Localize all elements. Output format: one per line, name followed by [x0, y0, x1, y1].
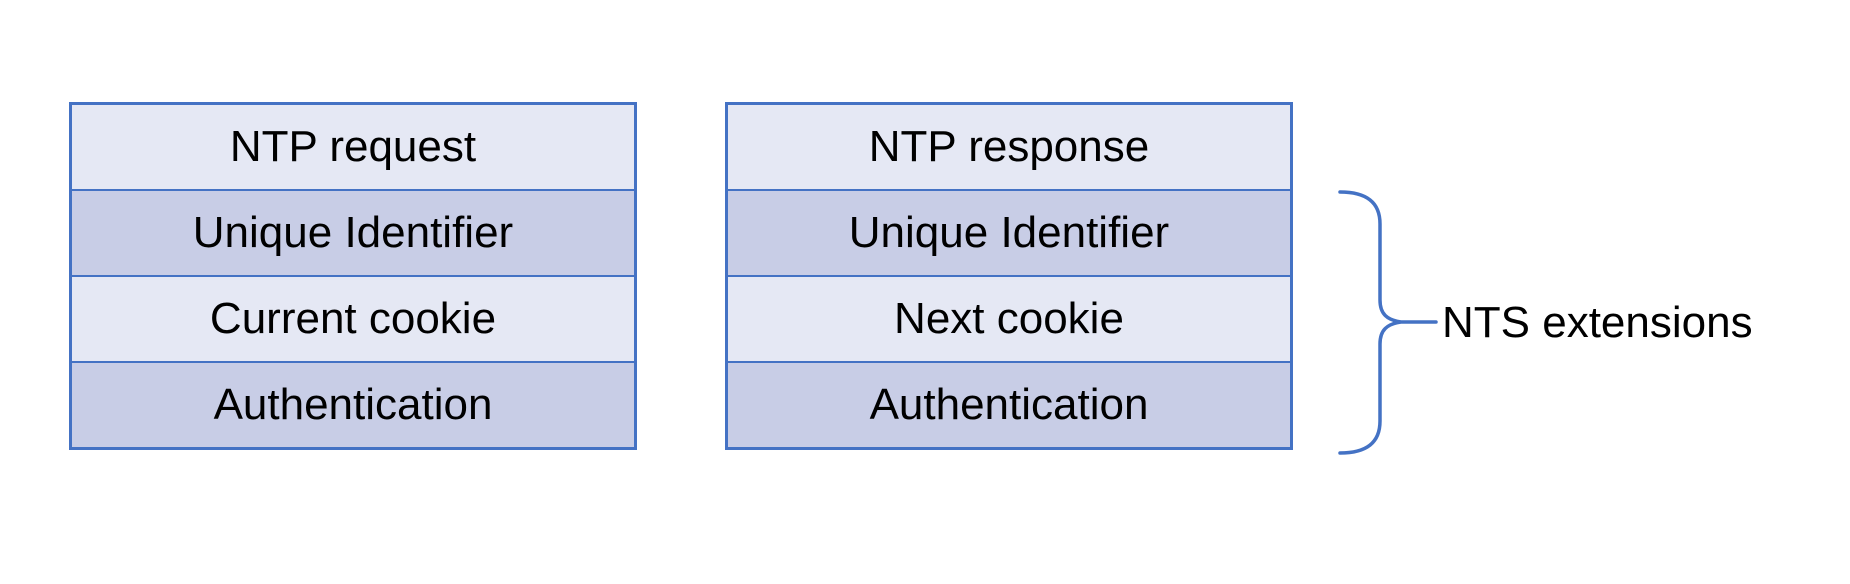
- nts-extensions-brace: [1338, 190, 1438, 455]
- row-label: Unique Identifier: [192, 208, 514, 257]
- table-row: Next cookie: [728, 275, 1290, 361]
- table-row: Authentication: [728, 361, 1290, 447]
- row-label: Authentication: [869, 380, 1149, 429]
- row-label: Authentication: [213, 380, 493, 429]
- table-row: Unique Identifier: [728, 189, 1290, 275]
- table-row: Authentication: [72, 361, 634, 447]
- row-label: Current cookie: [209, 294, 497, 343]
- nts-extensions-label: NTS extensions: [1442, 298, 1753, 347]
- ntp-response-table: NTP response Unique Identifier Next cook…: [725, 102, 1293, 450]
- row-label: Next cookie: [894, 294, 1124, 343]
- row-label: NTP response: [868, 122, 1150, 171]
- table-row: NTP response: [728, 105, 1290, 189]
- row-label: NTP request: [229, 122, 477, 171]
- ntp-request-table: NTP request Unique Identifier Current co…: [69, 102, 637, 450]
- table-row: Current cookie: [72, 275, 634, 361]
- table-row: Unique Identifier: [72, 189, 634, 275]
- row-label: Unique Identifier: [848, 208, 1170, 257]
- table-row: NTP request: [72, 105, 634, 189]
